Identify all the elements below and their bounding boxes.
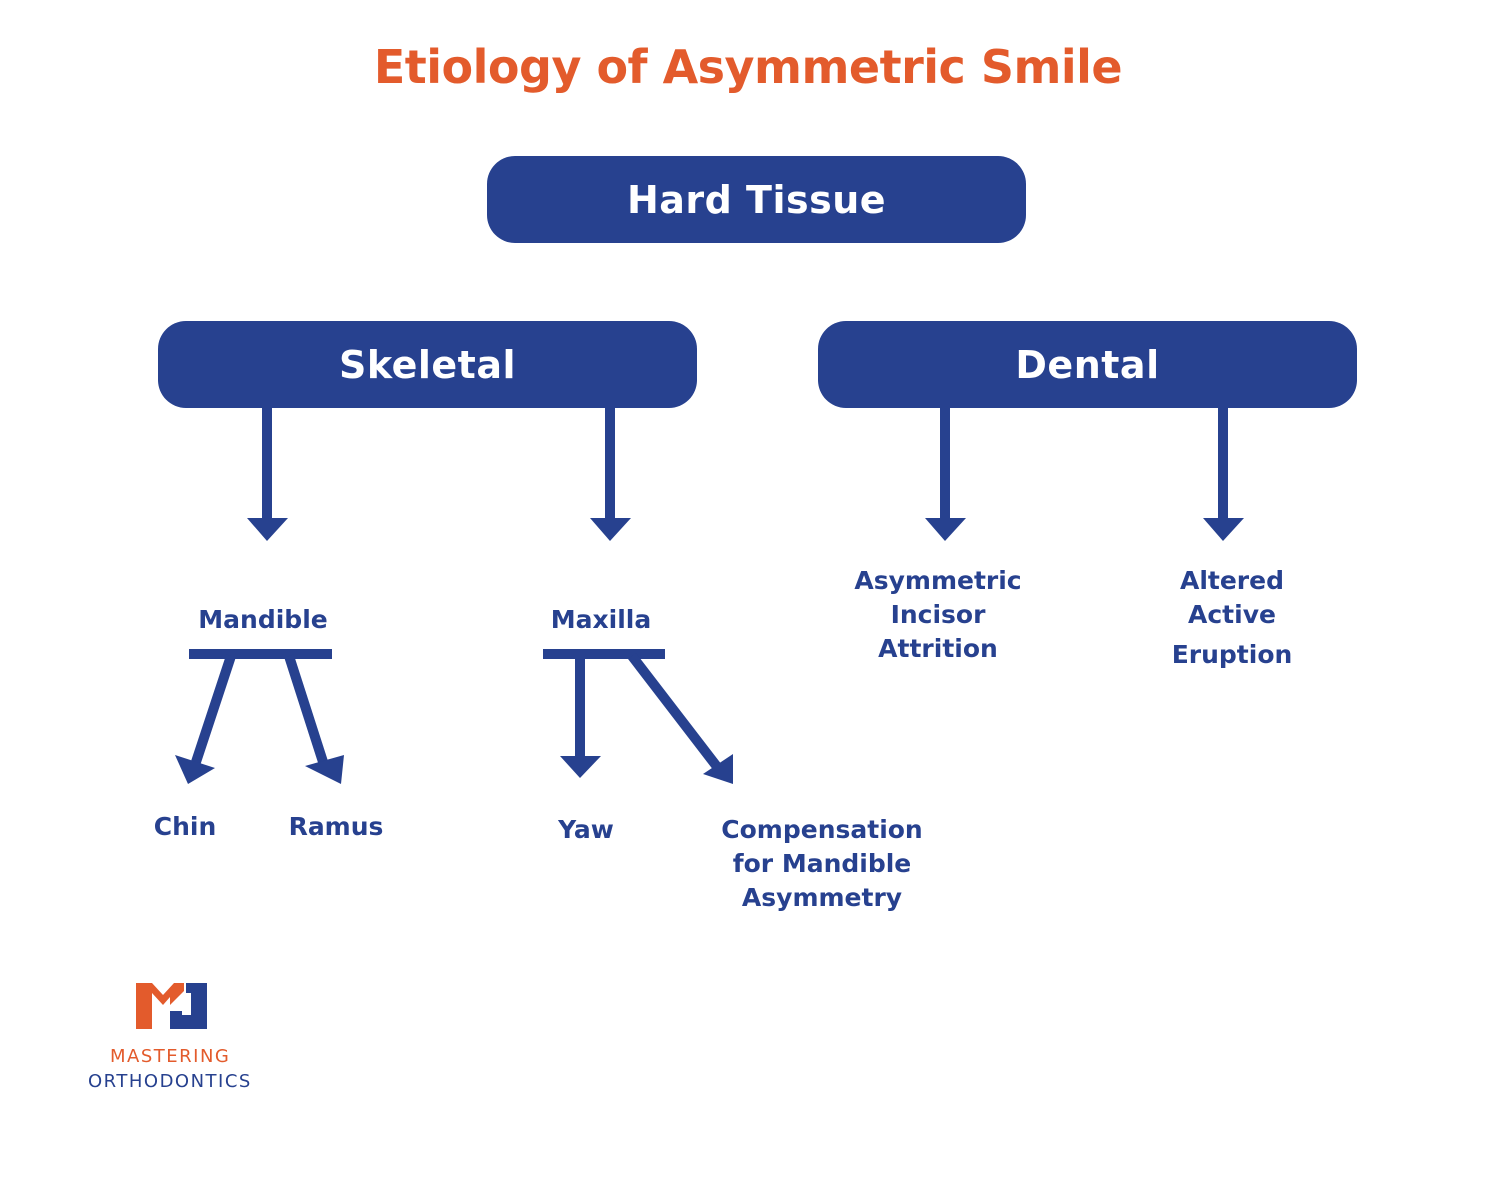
node-compensation-line1: Compensation (721, 815, 923, 844)
arrow-maxilla-compensation (628, 652, 722, 772)
node-dental-label: Dental (1015, 342, 1160, 387)
node-compensation-line2: for Mandible (732, 849, 912, 878)
arrowhead-yaw (560, 756, 601, 778)
arrowhead-eruption (1203, 518, 1244, 541)
diagram-title: Etiology of Asymmetric Smile (373, 40, 1123, 94)
node-compensation: Compensation for Mandible Asymmetry (702, 813, 942, 915)
node-mandible: Mandible (198, 605, 328, 634)
arrow-mandible-chin (190, 654, 236, 767)
node-hard-tissue-label: Hard Tissue (626, 177, 887, 222)
node-chin: Chin (153, 812, 217, 841)
arrowhead-maxilla (590, 518, 631, 541)
node-incisor-attrition-line1: Asymmetric (854, 566, 1022, 595)
node-incisor-attrition-line2: Incisor (890, 600, 986, 629)
arrow-mandible-ramus (284, 654, 329, 767)
node-yaw: Yaw (558, 815, 614, 844)
node-skeletal: Skeletal (158, 321, 697, 408)
node-maxilla: Maxilla (550, 605, 652, 634)
node-incisor-attrition: Asymmetric Incisor Attrition (828, 564, 1048, 666)
arrowhead-mandible (247, 518, 288, 541)
node-incisor-attrition-line3: Attrition (878, 634, 998, 663)
arrowhead-incisor (925, 518, 966, 541)
logo-mark-icon (136, 983, 207, 1029)
node-dental: Dental (818, 321, 1357, 408)
node-altered-eruption-line2: Active (1188, 600, 1276, 629)
node-skeletal-label: Skeletal (338, 342, 517, 387)
arrowhead-chin (175, 755, 215, 784)
arrowhead-compensation (703, 754, 733, 784)
node-hard-tissue: Hard Tissue (487, 156, 1026, 243)
node-ramus: Ramus (288, 812, 384, 841)
node-altered-eruption-line3: Eruption (1171, 640, 1293, 669)
node-altered-eruption: Altered Active Eruption (1132, 564, 1332, 672)
logo-line1: MASTERING (110, 1046, 231, 1067)
node-altered-eruption-line1: Altered (1179, 566, 1284, 595)
node-compensation-line3: Asymmetry (741, 883, 903, 912)
arrowhead-ramus (305, 755, 344, 784)
logo-line2: ORTHODONTICS (88, 1071, 252, 1092)
